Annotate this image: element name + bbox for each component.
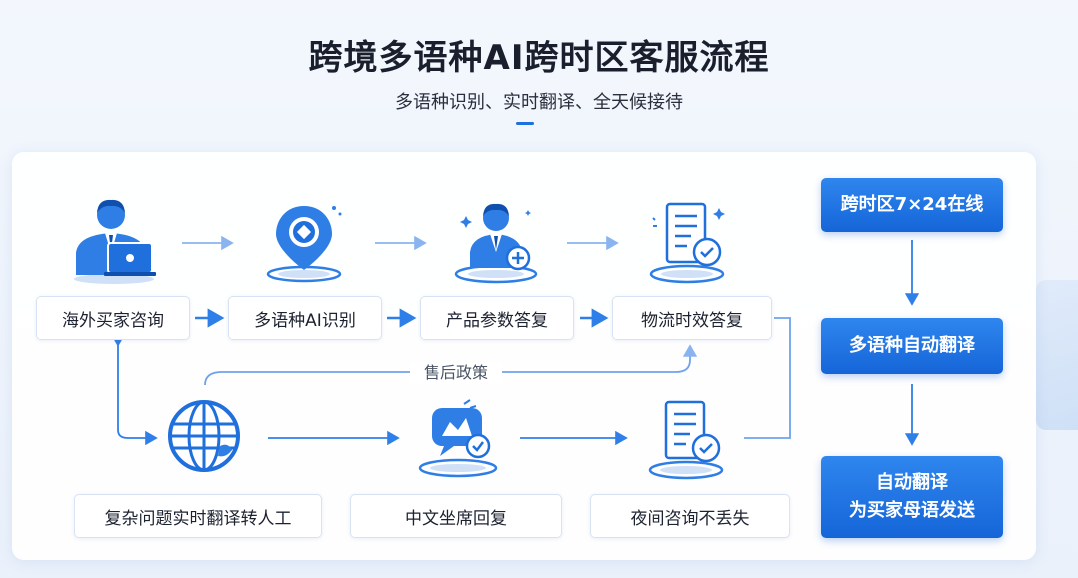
step-logistics-answer: 物流时效答复 [612, 296, 772, 340]
side-step-label-line2: 为买家母语发送 [849, 500, 975, 521]
step-label: 夜间咨询不丢失 [630, 508, 750, 529]
decorative-panel [1036, 280, 1078, 430]
title-underline [516, 122, 534, 125]
side-step-label-line1: 自动翻译 [876, 472, 948, 493]
step-label: 中文坐席回复 [405, 508, 507, 529]
side-step-label: 跨时区7×24在线 [840, 194, 984, 215]
side-step-auto-translate: 多语种自动翻译 [821, 318, 1003, 374]
step-label: 产品参数答复 [446, 310, 548, 331]
step-complex-transfer: 复杂问题实时翻译转人工 [74, 494, 322, 538]
page-subtitle: 多语种识别、实时翻译、全天候接待 [395, 92, 683, 113]
step-label: 多语种AI识别 [254, 310, 356, 331]
globe-icon [162, 396, 248, 480]
step-chinese-agent: 中文坐席回复 [350, 494, 562, 538]
chat-check-icon [414, 396, 504, 480]
document-check-icon [644, 396, 734, 482]
connector-left-to-globe [117, 429, 158, 446]
step-label: 海外买家咨询 [62, 310, 164, 331]
step-overseas-inquiry: 海外买家咨询 [36, 296, 190, 340]
page-title: 跨境多语种AI跨时区客服流程 [308, 38, 770, 78]
step-label: 复杂问题实时翻译转人工 [104, 508, 292, 529]
ai-location-pin-icon [262, 198, 348, 284]
connector-right-bracket [744, 317, 791, 439]
step-night-inquiry: 夜间咨询不丢失 [590, 494, 790, 538]
connector-policy [204, 344, 698, 386]
side-step-send-native: 自动翻译 为买家母语发送 [821, 456, 1003, 538]
side-step-24h-online: 跨时区7×24在线 [821, 178, 1003, 232]
customer-laptop-icon [68, 195, 160, 285]
step-label: 物流时效答复 [641, 310, 743, 331]
document-check-icon [645, 196, 735, 286]
side-step-label: 多语种自动翻译 [849, 335, 975, 356]
policy-label: 售后政策 [410, 362, 502, 384]
step-ai-recognition: 多语种AI识别 [228, 296, 382, 340]
agent-plus-icon [448, 196, 548, 286]
step-product-answer: 产品参数答复 [420, 296, 574, 340]
